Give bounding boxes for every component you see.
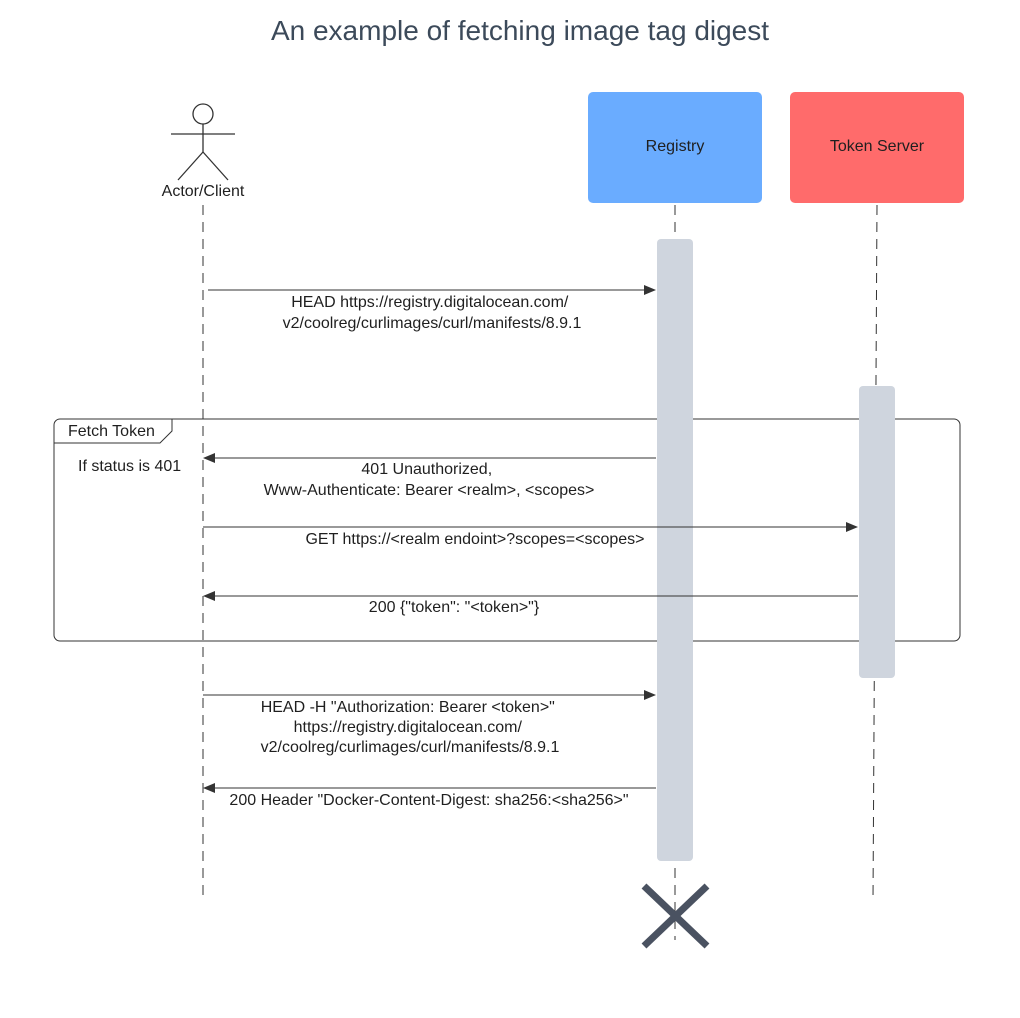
fragment-guard: If status is 401: [78, 458, 181, 475]
actor-icon: [171, 103, 235, 181]
registry-activation: [657, 239, 693, 861]
token-server-activation: [859, 386, 895, 678]
registry-box: [588, 92, 762, 203]
fetch-token-fragment: [53, 418, 961, 642]
message-label-1: HEAD https://registry.digitalocean.com/ …: [283, 294, 582, 332]
message-label-5: HEAD -H "Authorization: Bearer <token>" …: [261, 699, 560, 756]
message-label-4: 200 {"token": "<token>"}: [369, 599, 540, 616]
diagram-title: An example of fetching image tag digest: [271, 15, 769, 46]
token-server-label: Token Server: [830, 138, 925, 155]
message-label-3: GET https://<realm endoint>?scopes=<scop…: [305, 531, 644, 548]
fragment-label-tab: [54, 419, 173, 444]
actor-label: Actor/Client: [162, 183, 245, 200]
fragment-label: Fetch Token: [68, 423, 155, 440]
destroy-icon: [641, 883, 710, 949]
message-label-6: 200 Header "Docker-Content-Digest: sha25…: [229, 792, 628, 809]
message-label-2: 401 Unauthorized, Www-Authenticate: Bear…: [264, 461, 595, 499]
token-server-box: [790, 92, 964, 203]
registry-label: Registry: [646, 138, 705, 155]
